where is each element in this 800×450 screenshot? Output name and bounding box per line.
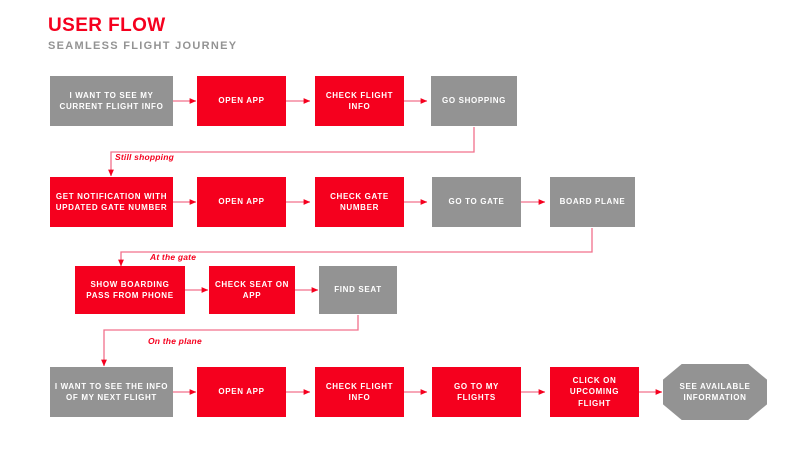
node-i-want-next-flight-info[interactable]: I WANT TO SEE THE INFO OF MY NEXT FLIGHT (50, 367, 173, 417)
node-go-to-gate[interactable]: GO TO GATE (432, 177, 521, 227)
node-click-on-upcoming-flight[interactable]: CLICK ON UPCOMING FLIGHT (550, 367, 639, 417)
page-title: USER FLOW (48, 15, 166, 36)
node-board-plane[interactable]: BOARD PLANE (550, 177, 635, 227)
node-check-flight-info-row4[interactable]: CHECK FLIGHT INFO (315, 367, 404, 417)
diagram-header: USER FLOW SEAMLESS FLIGHT JOURNEY (48, 16, 237, 53)
node-check-seat-on-app[interactable]: CHECK SEAT ON APP (209, 266, 295, 314)
node-see-available-information[interactable]: SEE AVAILABLE INFORMATION (663, 364, 767, 420)
transition-label-at-the-gate: At the gate (150, 252, 197, 262)
node-get-notification-gate-number[interactable]: GET NOTIFICATION WITH UPDATED GATE NUMBE… (50, 177, 173, 227)
node-open-app-row1[interactable]: OPEN APP (197, 76, 286, 126)
node-open-app-row4[interactable]: OPEN APP (197, 367, 286, 417)
node-show-boarding-pass[interactable]: SHOW BOARDING PASS FROM PHONE (75, 266, 185, 314)
transition-label-still-shopping: Still shopping (115, 152, 174, 162)
node-find-seat[interactable]: FIND SEAT (319, 266, 397, 314)
node-i-want-current-flight-info[interactable]: I WANT TO SEE MY CURRENT FLIGHT INFO (50, 76, 173, 126)
node-open-app-row2[interactable]: OPEN APP (197, 177, 286, 227)
connector-on-the-plane (101, 315, 359, 367)
node-check-gate-number[interactable]: CHECK GATE NUMBER (315, 177, 404, 227)
node-go-to-my-flights[interactable]: GO TO MY FLIGHTS (432, 367, 521, 417)
page-subtitle: SEAMLESS FLIGHT JOURNEY (48, 40, 238, 52)
transition-label-on-the-plane: On the plane (148, 336, 202, 346)
node-check-flight-info-row1[interactable]: CHECK FLIGHT INFO (315, 76, 404, 126)
node-go-shopping[interactable]: GO SHOPPING (431, 76, 517, 126)
